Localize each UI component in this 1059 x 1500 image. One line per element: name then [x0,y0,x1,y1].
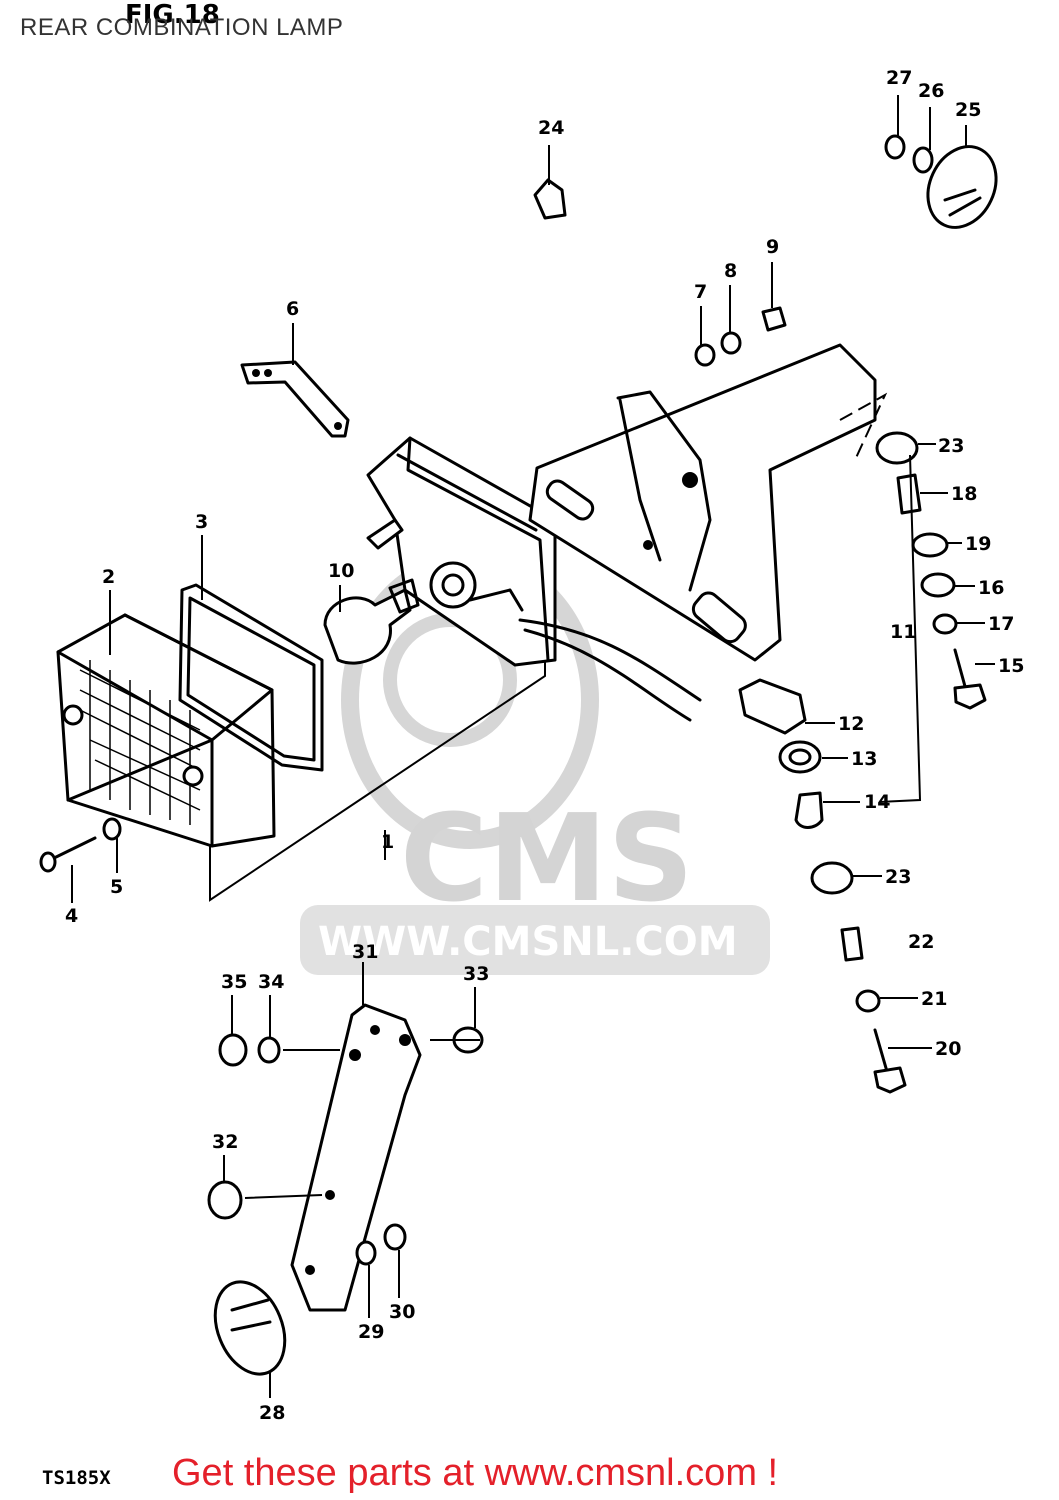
callout-19: 19 [965,533,991,555]
lamp-stay [240,360,350,438]
washer-16 [920,572,956,598]
callout-29: 29 [358,1321,384,1343]
callout-27: 27 [886,67,912,89]
callout-24: 24 [538,117,564,139]
reflector-nut-27 [884,134,906,160]
callout-13: 13 [851,748,877,770]
callout-33: 33 [463,963,489,985]
callout-3: 3 [195,511,208,533]
callout-12: 12 [838,713,864,735]
callout-9: 9 [766,236,779,258]
callout-26: 26 [918,80,944,102]
callout-15: 15 [998,655,1024,677]
watermark: CMS WWW.CMSNL.COM [300,551,770,975]
collar-22 [840,926,864,962]
screw-9 [761,306,787,332]
callout-18: 18 [951,483,977,505]
holder-12 [738,678,807,735]
nut-35 [218,1033,248,1067]
grommet-13 [778,740,822,774]
callout-16: 16 [978,577,1004,599]
lens-gasket [178,583,324,772]
callout-7: 7 [694,281,707,303]
watermark-url-text: WWW.CMSNL.COM [318,919,738,965]
washer-7 [694,343,716,367]
figure-number: FIG.18 [125,0,220,30]
lower-bracket [290,1003,422,1312]
callout-14: 14 [864,791,890,813]
washer-19 [911,532,949,558]
callout-1: 1 [381,831,394,853]
callout-2: 2 [102,566,115,588]
watermark-logo-text: CMS [400,790,694,929]
model-code: TS185X [42,1467,111,1489]
washer-34 [257,1036,281,1064]
nut-23-upper [875,431,919,465]
callout-23-upper: 23 [938,435,964,457]
callout-labels: 1 2 3 4 5 6 7 8 9 10 11 12 13 14 15 16 1… [65,67,1024,1424]
callout-28: 28 [259,1402,285,1424]
callout-8: 8 [724,260,737,282]
washer-17 [932,613,958,635]
callout-22: 22 [908,931,934,953]
callout-10: 10 [328,560,354,582]
lamp-lens [56,613,276,848]
bulb-socket [366,518,404,550]
washer-8 [720,331,742,355]
callout-34: 34 [258,971,284,993]
bolt-20 [873,1028,907,1094]
reflector-upper [926,145,998,229]
reflector-washer-26 [912,146,934,174]
callout-31: 31 [352,941,378,963]
callout-4: 4 [65,905,78,927]
callout-30: 30 [389,1301,415,1323]
bulb [323,578,420,665]
cap-24 [533,178,567,220]
cap-32 [207,1180,243,1220]
nut-30 [383,1223,407,1251]
callout-35: 35 [221,971,247,993]
leader-lines [71,95,995,1398]
lower-lead-lines [244,1039,480,1199]
shop-link-banner[interactable]: Get these parts at www.cmsnl.com ! [172,1452,779,1494]
diagram-title: REAR COMBINATION LAMP [20,14,344,41]
mounting-bracket [528,343,888,662]
nut-23-lower [810,861,854,895]
callout-21: 21 [921,988,947,1010]
reflector-lower-28 [213,1280,287,1376]
lens-screw [39,836,97,873]
collar-14 [794,791,824,829]
collar-18 [896,473,922,515]
callout-6: 6 [286,298,299,320]
callout-17: 17 [988,613,1014,635]
callout-32: 32 [212,1131,238,1153]
callout-20: 20 [935,1038,961,1060]
washer-29 [355,1240,377,1266]
callout-25: 25 [955,99,981,121]
group-bracket-11 [879,454,922,803]
bolt-15 [953,648,987,710]
callout-23-lower: 23 [885,866,911,888]
lens-washer [102,817,122,841]
callout-5: 5 [110,876,123,898]
washer-21 [855,989,881,1013]
callout-11: 11 [890,621,916,643]
